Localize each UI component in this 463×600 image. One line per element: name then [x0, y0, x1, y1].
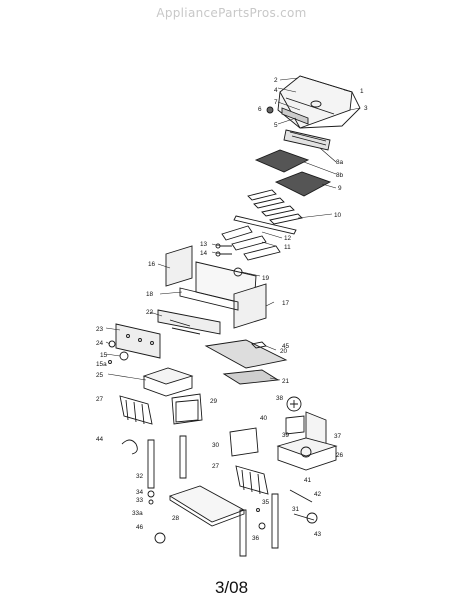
callout-17: 17: [282, 300, 290, 307]
callout-20: 20: [280, 348, 288, 355]
callout-14: 14: [200, 250, 208, 257]
grill-lid: [266, 75, 361, 129]
callout-16: 16: [148, 261, 156, 268]
callout-10: 10: [334, 212, 342, 219]
callout-13: 13: [200, 241, 208, 248]
watermark: AppliancePartsPros.com: [156, 6, 307, 20]
callout-32: 32: [136, 473, 144, 480]
callout-41: 41: [304, 477, 312, 484]
callout-33a: 33a: [132, 510, 143, 517]
warming-rack: [283, 129, 331, 151]
side-burner: [276, 396, 338, 471]
callout-2: 2: [274, 77, 278, 84]
callout-29: 29: [210, 398, 218, 405]
callout-4: 4: [274, 87, 278, 94]
grease-tray: [204, 339, 288, 385]
callout-18: 18: [146, 291, 154, 298]
callout-34: 34: [136, 489, 144, 496]
callout-3: 3: [364, 105, 368, 112]
callout-15: 15: [100, 352, 108, 359]
cart-frame: [171, 393, 259, 457]
callout-12: 12: [284, 235, 292, 242]
callout-11: 11: [284, 244, 291, 251]
callout-26: 26: [336, 452, 344, 459]
page-footer: 3/08: [214, 578, 249, 597]
callout-44: 44: [96, 436, 104, 443]
flavor-bars: [233, 189, 303, 235]
callout-8b: 8b: [336, 172, 344, 179]
callout-36: 36: [252, 535, 260, 542]
callout-9: 9: [338, 185, 342, 192]
callout-15a: 15a: [96, 361, 107, 368]
callout-33: 33: [136, 497, 144, 504]
side-shelf: [142, 367, 194, 397]
callout-6: 6: [258, 106, 262, 113]
callout-39: 39: [282, 432, 290, 439]
cooking-grate-1: [254, 149, 310, 173]
callout-24: 24: [96, 340, 104, 347]
callout-23: 23: [96, 326, 104, 333]
callout-7: 7: [274, 99, 278, 106]
callout-27a: 27: [96, 396, 104, 403]
callout-27b: 27: [212, 463, 220, 470]
callout-37: 37: [334, 433, 342, 440]
callout-1: 1: [360, 88, 364, 95]
callout-46: 46: [136, 524, 144, 531]
wire: [121, 439, 138, 455]
callout-22: 22: [146, 309, 154, 316]
leader-lines: [105, 77, 361, 381]
cooking-grate-2: [274, 171, 332, 197]
regulator-hose: [289, 489, 318, 524]
casters: [147, 490, 266, 544]
callout-43: 43: [314, 531, 322, 538]
callout-labels: 1 2 3 4 5 6 7 8a 8b 9 10 11 12 13 14 15 …: [96, 77, 368, 542]
callout-38: 38: [276, 395, 284, 402]
callout-45: 45: [282, 343, 290, 350]
firebox: [165, 245, 267, 329]
callout-25: 25: [96, 372, 104, 379]
control-panel: [115, 309, 221, 359]
callout-5: 5: [274, 122, 278, 129]
bottom-shelf: [168, 485, 246, 527]
callout-40: 40: [260, 415, 268, 422]
storage-basket-lower: [235, 465, 269, 495]
callout-19: 19: [262, 275, 270, 282]
callout-8a: 8a: [336, 159, 344, 166]
callout-28: 28: [172, 515, 180, 522]
callout-21: 21: [282, 378, 290, 385]
storage-basket-upper: [119, 395, 153, 425]
burners: [221, 225, 281, 261]
callout-31: 31: [292, 506, 300, 513]
callout-35: 35: [262, 499, 270, 506]
callout-30: 30: [212, 442, 220, 449]
legs: [147, 435, 279, 557]
callout-42: 42: [314, 491, 322, 498]
